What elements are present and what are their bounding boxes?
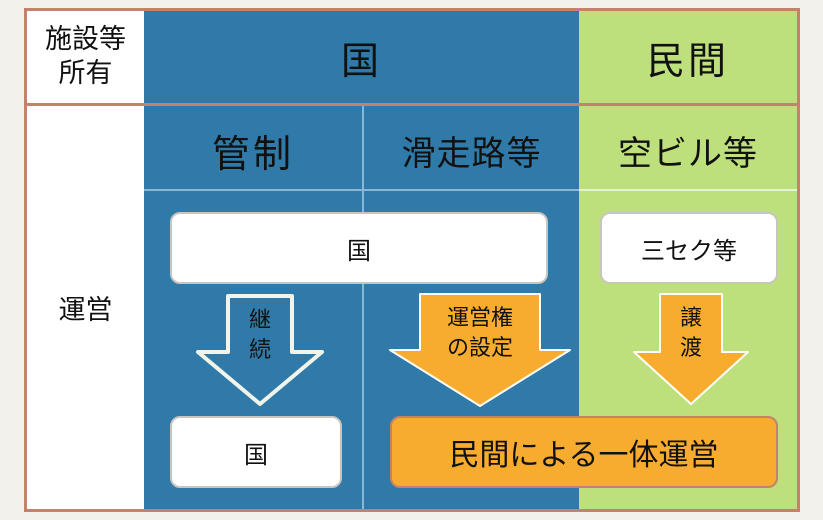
owner-private-header: 民間 <box>579 11 797 103</box>
continue-label-2: 続 <box>248 338 271 363</box>
state-continued-box: 国 <box>170 416 342 488</box>
transfer-label-1: 譲 <box>679 306 702 331</box>
header-divider <box>27 103 797 106</box>
subheader-divider-green <box>579 189 797 191</box>
transfer-arrow-icon <box>633 293 749 405</box>
concession-arrow-icon <box>389 293 571 407</box>
continue-arrow-icon <box>196 294 324 406</box>
ownership-label-line1: 施設等 <box>45 24 126 55</box>
third-sector-box: 三セク等 <box>600 212 778 284</box>
owner-state-header: 国 <box>144 11 579 103</box>
operation-row-label: 運営 <box>27 106 144 509</box>
subheader-divider-blue <box>144 189 579 191</box>
concession-label-1: 運営権 <box>446 306 513 331</box>
concession-arrow-label: 運営権 の設定 <box>420 304 540 364</box>
state-operator-box: 国 <box>170 212 548 284</box>
continue-label-1: 継 <box>248 308 271 333</box>
ownership-label-line2: 所有 <box>58 58 113 89</box>
concession-label-2: の設定 <box>446 336 513 361</box>
column-control: 管制 <box>211 131 294 176</box>
continue-arrow-label: 継 続 <box>228 306 292 366</box>
table-frame <box>24 8 800 512</box>
column-runway: 滑走路等 <box>401 133 542 174</box>
column-terminal: 空ビル等 <box>618 133 758 174</box>
ownership-row-label: 施設等 所有 <box>27 11 144 103</box>
transfer-arrow-label: 譲 渡 <box>660 304 722 364</box>
integrated-private-operation-box: 民間による一体運営 <box>390 416 778 488</box>
transfer-label-2: 渡 <box>679 336 702 361</box>
column-divider <box>362 106 364 509</box>
